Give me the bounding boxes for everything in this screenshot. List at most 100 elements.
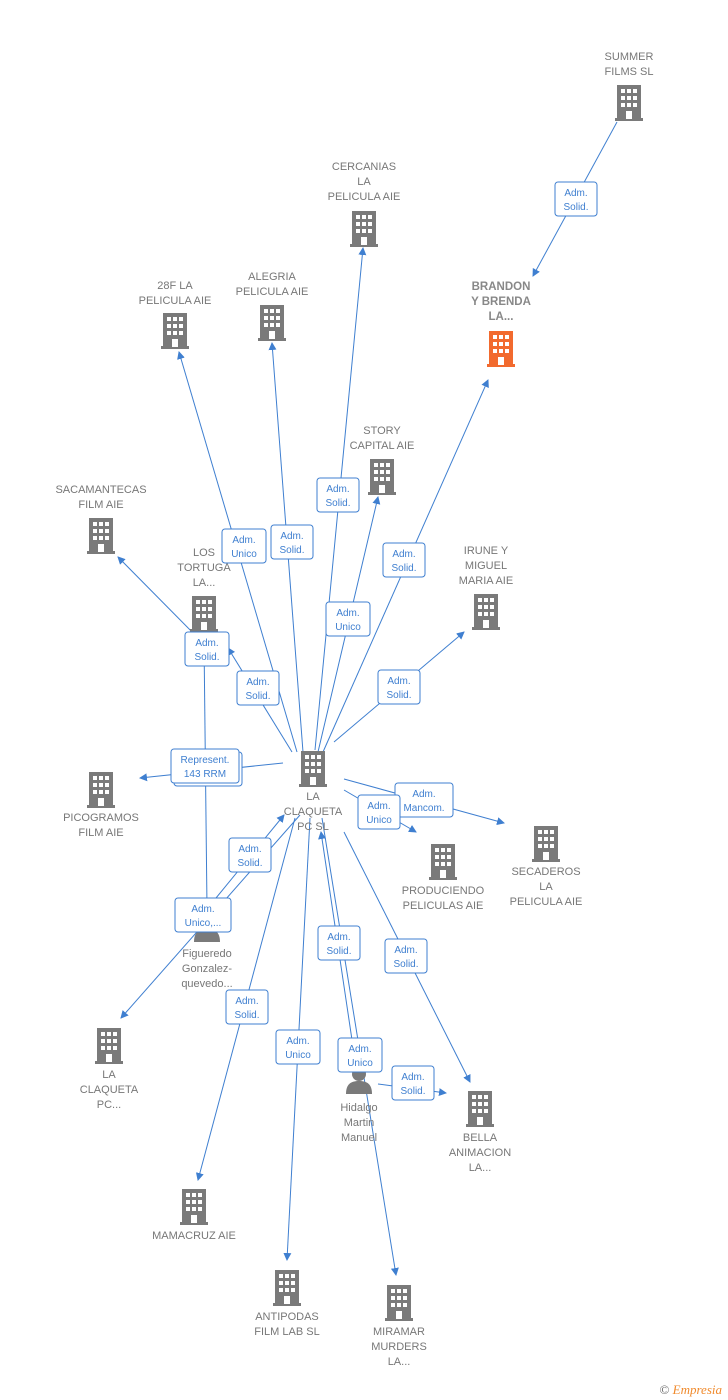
badge-text-line: Adm.	[326, 484, 349, 495]
role-badge[interactable]: Adm.Solid.	[236, 670, 280, 706]
role-badge[interactable]: Adm.Unico	[325, 601, 371, 637]
role-badge[interactable]: Adm.Solid.	[228, 837, 272, 873]
node-label-line: Martin	[344, 1117, 375, 1129]
node-label-line: PELICULA AIE	[328, 191, 401, 203]
badge-text-line: Adm.	[286, 1036, 309, 1047]
badge-text-line: Mancom.	[403, 803, 444, 814]
role-badge[interactable]: Adm.Solid.	[184, 631, 230, 667]
node-label-line: LA	[357, 176, 371, 188]
badge-text: Adm.Unico	[366, 801, 392, 826]
role-badge[interactable]: Adm.Solid.	[554, 181, 598, 217]
badge-box	[236, 670, 280, 706]
role-badge[interactable]: Adm.Unico	[337, 1037, 383, 1073]
building-icon	[350, 211, 378, 247]
role-badge[interactable]: Adm.Solid.	[316, 477, 360, 513]
badge-text-line: Solid.	[234, 1010, 259, 1021]
building-icon	[472, 594, 500, 630]
node-label-line: SACAMANTECAS	[55, 484, 146, 496]
node-label-line: LA...	[469, 1162, 492, 1174]
badge-text-line: Solid.	[194, 652, 219, 663]
building-icon	[487, 331, 515, 367]
node-label-line: LOS	[193, 547, 215, 559]
role-badge[interactable]: Adm.Solid.	[270, 524, 314, 560]
badge-box	[225, 989, 269, 1025]
badge-text: Adm.Solid.	[279, 531, 304, 556]
badge-text: Adm.Solid.	[237, 844, 262, 869]
role-badge[interactable]: Adm.Solid.	[384, 938, 428, 974]
role-badge[interactable]: Represent.143 RRM	[170, 748, 243, 787]
badge-box	[184, 631, 230, 667]
node-label-line: CAPITAL AIE	[350, 440, 415, 452]
node-label-line: ANIMACION	[449, 1147, 511, 1159]
role-badge[interactable]: Adm.Solid.	[382, 542, 426, 578]
role-badge[interactable]: Adm.Solid.	[377, 669, 421, 705]
badge-box	[317, 925, 361, 961]
badge-box	[275, 1029, 321, 1065]
node-label-line: PRODUCIENDO	[402, 885, 485, 897]
footer: © Empresia	[660, 1382, 723, 1398]
badge-text-line: Solid.	[279, 545, 304, 556]
node-mamacruz[interactable]: MAMACRUZ AIE	[152, 1189, 236, 1242]
node-label-line: PELICULA AIE	[236, 286, 309, 298]
badge-text: Adm.Solid.	[563, 188, 588, 213]
badge-text: Adm.Unico,...	[185, 904, 222, 929]
node-label-line: LA...	[489, 311, 514, 323]
node-label-line: MAMACRUZ AIE	[152, 1230, 236, 1242]
badge-text-line: Adm.	[412, 789, 435, 800]
node-label-line: PICOGRAMOS	[63, 812, 139, 824]
role-badge[interactable]: Adm.Unico	[275, 1029, 321, 1065]
node-label-line: LA	[539, 881, 553, 893]
node-label-line: ALEGRIA	[248, 271, 296, 283]
badge-text-line: Solid.	[393, 959, 418, 970]
building-icon	[87, 772, 115, 808]
badge-text: Adm.Solid.	[245, 677, 270, 702]
node-label-line: PC SL	[297, 821, 329, 833]
node-alegria[interactable]: ALEGRIA PELICULA AIE	[236, 271, 309, 341]
role-badge[interactable]: Adm.Unico,...	[174, 897, 232, 933]
node-label-line: MIGUEL	[465, 560, 507, 572]
role-badge[interactable]: Adm.Unico	[221, 528, 267, 564]
building-icon	[532, 826, 560, 862]
node-label-line: PELICULA AIE	[139, 295, 212, 307]
node-label-line: Gonzalez-	[182, 963, 232, 975]
brand-logo-text[interactable]: Empresia	[672, 1382, 722, 1397]
badge-box	[174, 897, 232, 933]
role-badge[interactable]: Adm.Solid.	[225, 989, 269, 1025]
node-label-line: PC...	[97, 1099, 121, 1111]
role-badge[interactable]: Adm.Solid.	[391, 1065, 435, 1101]
badge-text-line: Adm.	[238, 844, 261, 855]
node-label-line: CLAQUETA	[284, 806, 343, 818]
building-icon	[368, 459, 396, 495]
badge-text: Adm.Unico	[335, 608, 361, 633]
role-badge[interactable]: Adm.Solid.	[317, 925, 361, 961]
role-badge[interactable]: Adm. Mancom.	[394, 782, 454, 818]
role-badge[interactable]: Adm.Unico	[357, 794, 401, 830]
badge-box	[377, 669, 421, 705]
badge-text-line: Adm.	[191, 904, 214, 915]
